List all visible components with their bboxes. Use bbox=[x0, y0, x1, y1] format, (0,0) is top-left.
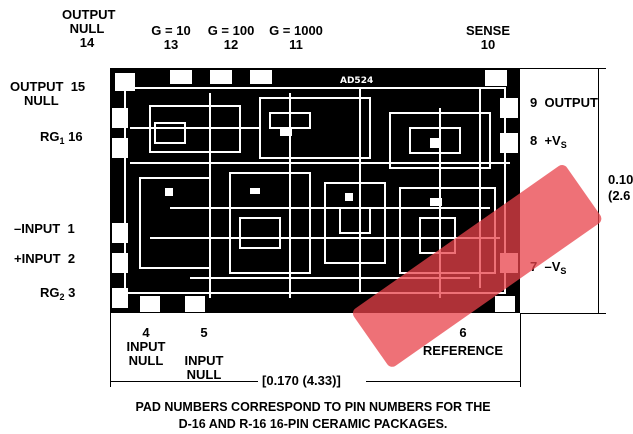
pad3-label: RG2 3 bbox=[40, 285, 76, 303]
height-dim-bottom-extension bbox=[520, 313, 606, 314]
pad16-label: RG1 16 bbox=[40, 129, 83, 147]
die-circuit-pattern: AD524 bbox=[112, 70, 518, 312]
pad8-label: 8 +VS bbox=[530, 133, 567, 151]
pad7-label: 7 –VS bbox=[530, 259, 567, 277]
die-photo: AD524 bbox=[110, 68, 520, 313]
pad1-label: –INPUT 1 bbox=[14, 221, 75, 236]
width-dim-right-extension bbox=[520, 313, 521, 387]
height-dim-top-extension bbox=[520, 68, 606, 69]
pad15-label: OUTPUT 15 NULL bbox=[10, 79, 86, 108]
width-dim-line-right bbox=[366, 381, 520, 382]
height-dim-label: 0.10(2.6 bbox=[608, 172, 633, 203]
width-dim-left-extension bbox=[110, 313, 111, 387]
pad2-label: +INPUT 2 bbox=[14, 251, 76, 266]
footer-note: PAD NUMBERS CORRESPOND TO PIN NUMBERS FO… bbox=[135, 400, 491, 431]
height-dim-line bbox=[598, 68, 599, 313]
die-marking-text: AD524 bbox=[340, 76, 373, 86]
width-dim-line-left bbox=[110, 381, 258, 382]
pad9-label: 9 OUTPUT bbox=[530, 95, 598, 110]
width-dim-label: [0.170 (4.33)] bbox=[262, 373, 341, 388]
